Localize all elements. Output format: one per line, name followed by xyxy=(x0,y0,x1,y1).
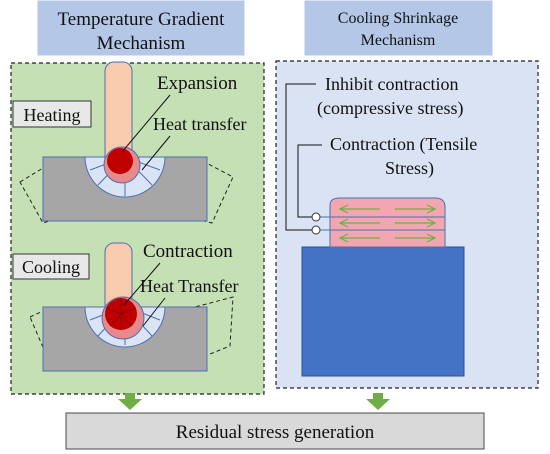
deposit-layers xyxy=(329,197,446,248)
right-substrate xyxy=(301,246,465,377)
shrink-arrows xyxy=(338,204,437,243)
cooling-melt-pool-lines xyxy=(105,298,137,330)
heating-label: Heating xyxy=(24,105,81,125)
heat-transfer-top-label: Heat transfer xyxy=(153,114,246,134)
cooling-label: Cooling xyxy=(22,257,80,277)
left-header-box xyxy=(37,0,245,56)
cooling-label-box xyxy=(12,253,90,280)
tensile-point xyxy=(311,212,321,222)
inhibit-line1: Inhibit contraction xyxy=(325,74,458,94)
result-box xyxy=(65,412,485,450)
right-header-line2: Mechanism xyxy=(361,32,436,49)
right-header-box xyxy=(304,0,493,56)
expansion-leader xyxy=(121,94,171,153)
inhibit-leader xyxy=(285,83,316,231)
left-down-arrow xyxy=(118,393,142,410)
heating-deformation-outline xyxy=(19,156,234,224)
tensile-leader xyxy=(297,144,322,218)
left-header-line1: Temperature Gradient xyxy=(58,9,226,30)
inhibit-point xyxy=(311,225,321,235)
expansion-label: Expansion xyxy=(157,73,238,94)
result-label: Residual stress generation xyxy=(176,422,375,443)
contraction-label: Contraction xyxy=(143,241,233,262)
heat-transfer-bottom-label: Heat Transfer xyxy=(140,276,238,296)
left-header-line2: Mechanism xyxy=(97,33,186,54)
heat-transfer-top-leader xyxy=(141,135,171,171)
heating-label-box xyxy=(12,100,92,128)
tensile-line1: Contraction (Tensile xyxy=(330,134,477,155)
cooling-deformation-outline xyxy=(29,296,234,359)
contraction-leader xyxy=(123,262,161,306)
heating-melt-pool xyxy=(107,148,133,174)
tensile-line2: Stress) xyxy=(385,158,434,179)
inhibit-line2: (compressive stress) xyxy=(317,98,463,119)
right-down-arrow xyxy=(366,393,390,410)
right-header-line1: Cooling Shrinkage xyxy=(338,10,458,27)
heat-transfer-bottom-leader xyxy=(142,297,166,327)
